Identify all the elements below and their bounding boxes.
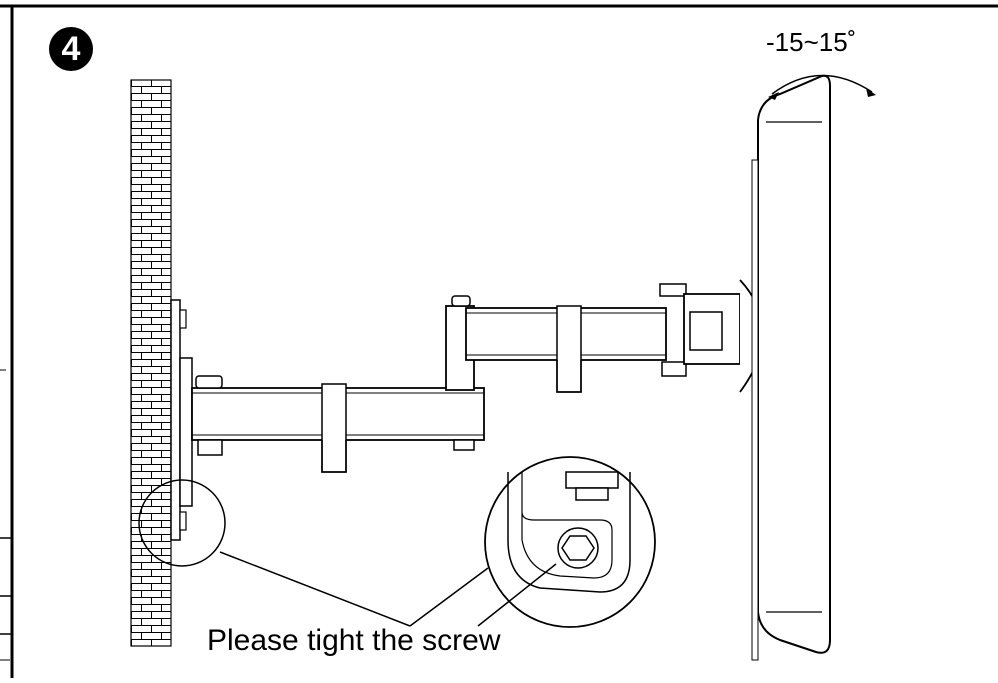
tilt-arrow: [768, 74, 876, 100]
tv-profile: [751, 74, 831, 661]
tilt-head: [659, 279, 764, 393]
screw-instruction: Please tight the screw: [207, 624, 501, 657]
detail-circle-small: [138, 479, 226, 567]
wall-plate: [170, 299, 193, 541]
brick-wall: [130, 79, 172, 647]
step-number-badge: 4: [49, 27, 93, 71]
tilt-range-label: -15~15˚: [766, 27, 857, 57]
page-frame: [0, 4, 998, 678]
lower-arm: [191, 375, 485, 473]
zoom-detail: [484, 456, 656, 628]
callout-lines: [219, 551, 557, 627]
upper-arm: [445, 295, 667, 393]
